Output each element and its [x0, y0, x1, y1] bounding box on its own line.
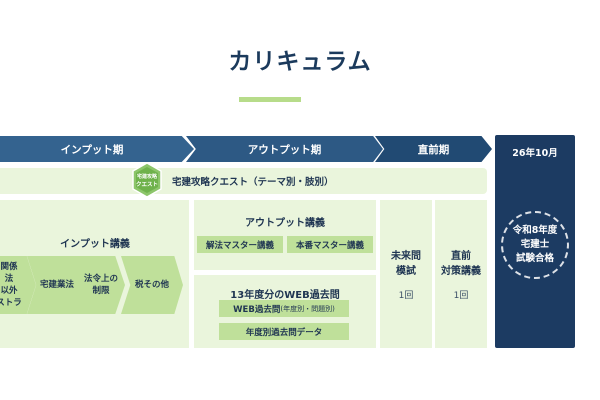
subject-1-line3: 以外 — [0, 286, 18, 296]
exam-date: 26年10月 — [512, 148, 558, 159]
output-section — [194, 200, 376, 270]
phase-output: アウトプット期 — [186, 136, 383, 162]
subject-3-line1: 法令上の — [83, 274, 118, 284]
direct-course-section — [435, 200, 487, 348]
output-course-pill: 解法マスター講義 — [197, 236, 283, 253]
past-exam-pill-sub: (年度別・問題別) — [280, 304, 335, 313]
course-badge-line1: 宅建攻略 — [137, 173, 158, 180]
exam-ring-decoration — [501, 211, 569, 279]
subject-2-label: 宅建業法 — [39, 280, 74, 290]
phase-input: インプット期 — [0, 136, 194, 162]
exam-goal-line2: 宅建士 — [520, 239, 550, 250]
exam-goal-line3: 試験合格 — [515, 253, 554, 264]
input-title: インプット講義 — [60, 239, 130, 250]
subject-1-line2: 法 — [4, 274, 14, 284]
phase-direct: 直前期 — [375, 136, 492, 162]
direct-course-line1: 直前 — [451, 251, 471, 262]
title-underline — [239, 97, 301, 102]
subject-chevron: 税その他 — [121, 256, 183, 314]
mock-exam-title: 未来問 模試 — [380, 249, 432, 279]
exam-column: 26年10月 令和8年度 宅建士 試験合格 — [495, 135, 575, 348]
exam-goal: 令和8年度 宅建士 試験合格 — [495, 224, 575, 266]
exam-goal-line1: 令和8年度 — [512, 225, 558, 236]
output-course-pill: 本番マスター講義 — [287, 236, 373, 253]
course-row — [0, 168, 487, 194]
course-badge-line2: クエスト — [136, 180, 158, 188]
subject-1-line1: 関係 — [0, 262, 18, 272]
mock-exam-line1: 未来問 — [391, 251, 421, 262]
mock-exam-line2: 模試 — [396, 266, 416, 277]
subject-4-label: 税その他 — [134, 280, 169, 290]
subject-3-line2: 制限 — [92, 286, 110, 296]
course-label: 宅建攻略クエスト（テーマ別・肢別） — [172, 177, 334, 188]
past-exam-title: 13年度分のWEB過去問 — [230, 290, 340, 301]
past-exam-pill-main: WEB過去問 — [233, 304, 281, 315]
mock-exam-section — [380, 200, 432, 348]
output-title: アウトプット講義 — [245, 218, 325, 229]
direct-course-title: 直前 対策講義 — [435, 249, 487, 279]
past-exam-pill: 年度別過去問データ — [219, 323, 349, 340]
course-badge-icon: 宅建攻略 クエスト — [132, 162, 162, 198]
mock-exam-count: 1回 — [398, 291, 414, 301]
direct-course-count: 1回 — [453, 291, 469, 301]
past-exam-pill: WEB過去問 (年度別・問題別) — [219, 300, 349, 317]
direct-course-line2: 対策講義 — [441, 266, 481, 277]
page-title: カリキュラム — [228, 49, 372, 75]
subject-1-line4: ストラ — [0, 298, 22, 308]
